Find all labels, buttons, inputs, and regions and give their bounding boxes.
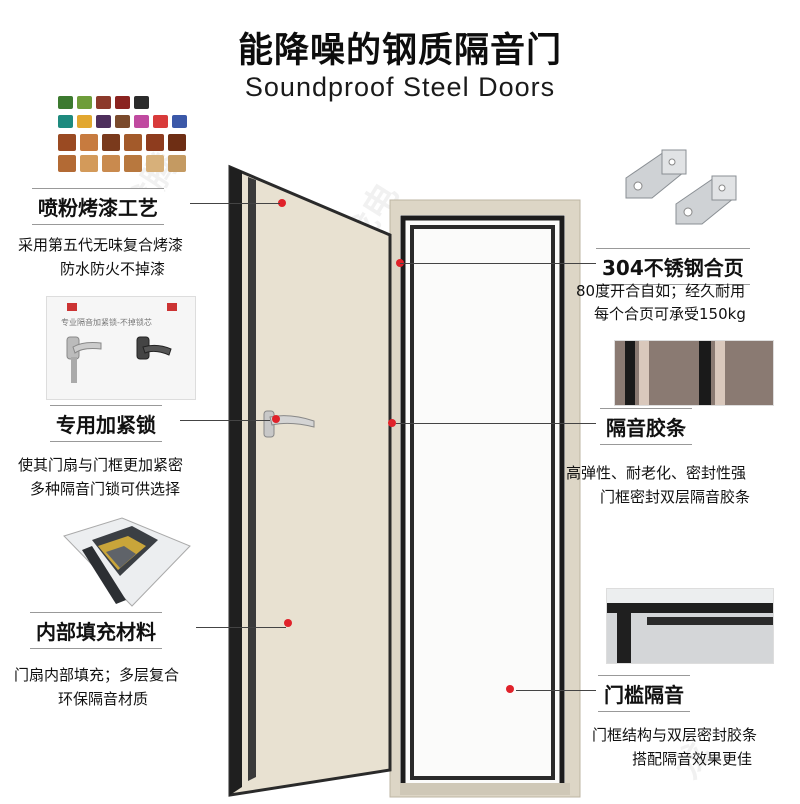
- feature-desc-filling-1: 门扇内部填充；多层复合: [14, 666, 180, 684]
- callout-dot-seal: [388, 419, 396, 427]
- feature-desc-paint-2: 防水防火不掉漆: [60, 260, 166, 278]
- callout-line-paint: [190, 203, 280, 204]
- feature-label-paint: 喷粉烤漆工艺: [32, 188, 164, 225]
- page-title: 能降噪的钢质隔音门: [237, 31, 562, 71]
- color-swatch: [168, 134, 186, 151]
- color-swatch: [77, 115, 92, 128]
- color-swatch: [96, 96, 111, 109]
- feature-desc-paint-1: 采用第五代无味复合烤漆: [18, 236, 184, 254]
- color-swatch: [168, 155, 186, 172]
- feature-label-hinge: 304不锈钢合页: [596, 248, 750, 285]
- box-text: 专业隔音加紧锁-不掉锁芯: [61, 318, 152, 327]
- callout-line-hinge: [400, 263, 596, 264]
- color-swatch: [124, 155, 142, 172]
- lock-handles-icon: [66, 336, 172, 383]
- color-swatch: [58, 115, 73, 128]
- filling-material-photo: [63, 517, 191, 607]
- color-swatch: [115, 115, 130, 128]
- callout-line-seal: [396, 423, 596, 424]
- feature-desc-seal-1: 高弹性、耐老化、密封性强: [566, 464, 747, 482]
- swatch-grid-wood: [58, 134, 187, 172]
- seal-inner: [410, 225, 555, 780]
- box-logo: [67, 303, 77, 311]
- feature-desc-lock-2: 多种隔音门锁可供选择: [30, 480, 181, 498]
- color-swatch: [58, 155, 76, 172]
- color-swatch: [102, 155, 120, 172]
- feature-desc-hinge-2: 每个合页可承受150kg: [594, 305, 746, 323]
- color-swatch: [80, 134, 98, 151]
- color-swatch: [102, 134, 120, 151]
- swatch-row-bright: [58, 115, 187, 128]
- lock-product-photo: 专业隔音加紧锁-不掉锁芯: [46, 296, 196, 400]
- feature-desc-threshold-2: 搭配隔音效果更佳: [632, 750, 753, 768]
- color-swatch: [134, 96, 149, 109]
- feature-desc-seal-2: 门框密封双层隔音胶条: [600, 488, 751, 506]
- feature-desc-lock-1: 使其门扇与门框更加紧密: [18, 456, 184, 474]
- callout-line-lock: [180, 420, 270, 421]
- color-swatch: [58, 134, 76, 151]
- color-swatch: [77, 96, 92, 109]
- feature-label-threshold: 门槛隔音: [598, 675, 690, 712]
- feature-label-seal: 隔音胶条: [600, 408, 692, 445]
- threshold: [400, 783, 570, 795]
- door-handle-lever: [269, 415, 315, 428]
- feature-desc-filling-2: 环保隔音材质: [58, 690, 149, 708]
- color-swatch: [153, 115, 168, 128]
- feature-label-filling: 内部填充材料: [30, 612, 162, 649]
- feature-desc-threshold-1: 门框结构与双层密封胶条: [592, 726, 758, 744]
- color-swatch: [96, 115, 111, 128]
- threshold-photo: [606, 588, 774, 664]
- callout-line-filling: [196, 627, 286, 628]
- callout-dot-threshold: [506, 685, 514, 693]
- hinge-photo: [625, 149, 737, 225]
- color-swatch: [124, 134, 142, 151]
- swatch-row-solid: [58, 96, 187, 109]
- door-opening: [400, 215, 565, 790]
- color-swatch: [146, 155, 164, 172]
- box-logo: [167, 303, 177, 311]
- door-illustration: [228, 164, 581, 798]
- door-edge: [230, 167, 242, 795]
- callout-line-threshold: [516, 690, 596, 691]
- color-swatches: [58, 96, 187, 172]
- feature-desc-hinge-1: 80度开合自如；经久耐用: [576, 282, 746, 300]
- color-swatch: [172, 115, 187, 128]
- page-subtitle: Soundproof Steel Doors: [244, 72, 556, 102]
- color-swatch: [146, 134, 164, 151]
- seal-strip-photo: [614, 340, 774, 406]
- color-swatch: [58, 96, 73, 109]
- color-swatch: [134, 115, 149, 128]
- color-swatch: [80, 155, 98, 172]
- door-edge-seal: [248, 177, 256, 781]
- feature-label-lock: 专用加紧锁: [50, 405, 162, 442]
- callout-dot-paint: [278, 199, 286, 207]
- color-swatch: [115, 96, 130, 109]
- callout-dot-filling: [284, 619, 292, 627]
- callout-dot-lock: [272, 415, 280, 423]
